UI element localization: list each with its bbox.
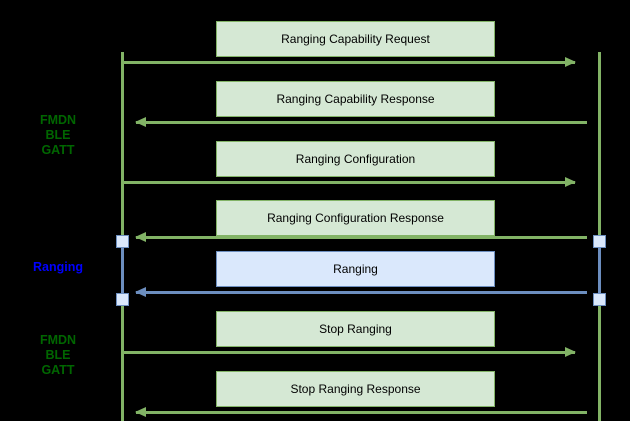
message-box-stop-ranging[interactable]: Stop Ranging xyxy=(216,311,495,347)
arrow-head-icon xyxy=(565,177,576,187)
message-box-ranging-capability-request[interactable]: Ranging Capability Request xyxy=(216,21,495,57)
message-box-ranging-configuration-response[interactable]: Ranging Configuration Response xyxy=(216,200,495,236)
arrow-shaft xyxy=(136,121,587,124)
message-arrow-ranging-capability-request xyxy=(124,57,576,68)
arrow-head-icon xyxy=(565,347,576,357)
message-box-ranging-configuration[interactable]: Ranging Configuration xyxy=(216,141,495,177)
phase-label-fmdn-ble-gatt-top: FMDN BLE GATT xyxy=(39,113,77,157)
message-box-ranging[interactable]: Ranging xyxy=(216,251,495,287)
right-activation-end-node[interactable] xyxy=(593,293,606,306)
arrow-head-icon xyxy=(565,57,576,67)
phase-label-ranging: Ranging xyxy=(33,260,83,274)
message-arrow-ranging-configuration xyxy=(124,177,576,188)
arrow-shaft xyxy=(124,351,575,354)
arrow-head-icon xyxy=(135,407,146,417)
right-activation-bar xyxy=(598,241,601,299)
message-arrow-ranging xyxy=(135,287,587,298)
arrow-shaft xyxy=(136,411,587,414)
arrow-head-icon xyxy=(135,117,146,127)
message-arrow-stop-ranging xyxy=(124,347,576,358)
arrow-shaft xyxy=(124,181,575,184)
left-activation-bar xyxy=(121,241,124,299)
right-activation-start-node[interactable] xyxy=(593,235,606,248)
arrow-head-icon xyxy=(135,287,146,297)
message-box-stop-ranging-response[interactable]: Stop Ranging Response xyxy=(216,371,495,407)
message-arrow-stop-ranging-response xyxy=(135,407,587,418)
arrow-head-icon xyxy=(135,232,146,242)
left-activation-start-node[interactable] xyxy=(116,235,129,248)
message-box-ranging-capability-response[interactable]: Ranging Capability Response xyxy=(216,81,495,117)
arrow-shaft xyxy=(124,61,575,64)
left-activation-end-node[interactable] xyxy=(116,293,129,306)
message-arrow-ranging-configuration-response xyxy=(135,232,587,243)
message-arrow-ranging-capability-response xyxy=(135,117,587,128)
arrow-shaft xyxy=(136,291,587,294)
arrow-shaft xyxy=(136,236,587,239)
phase-label-fmdn-ble-gatt-bottom: FMDN BLE GATT xyxy=(39,333,77,377)
